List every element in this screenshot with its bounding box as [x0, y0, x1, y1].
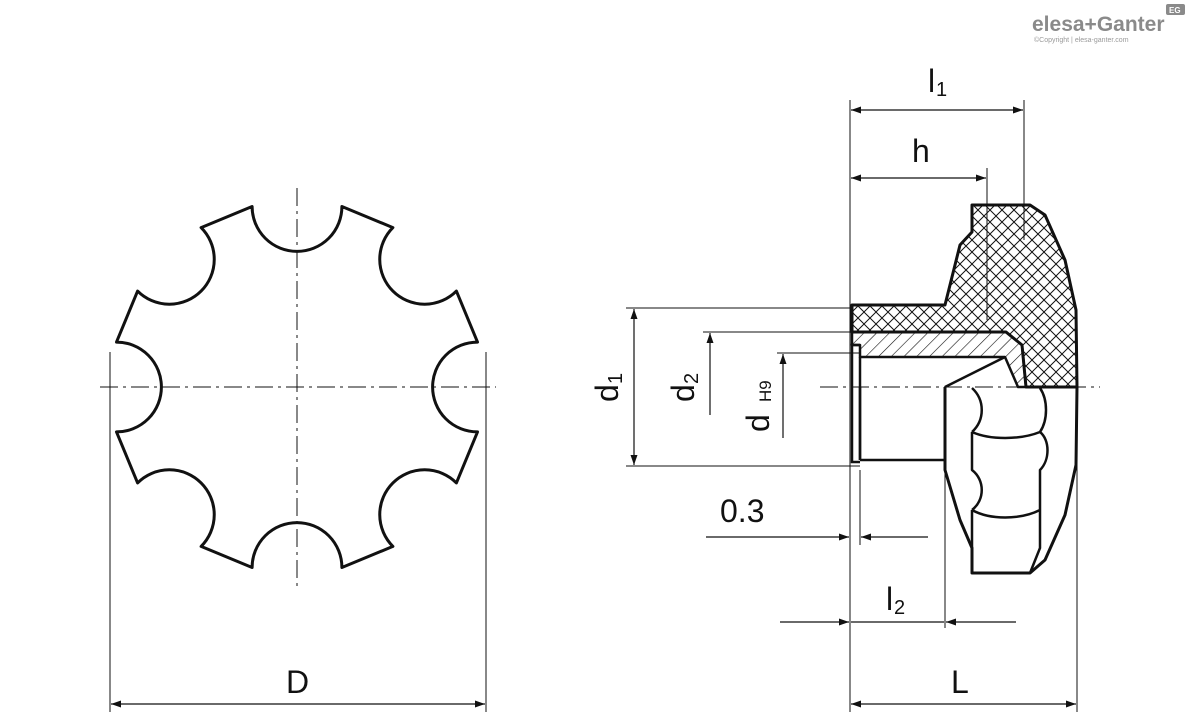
dim-D-label: D [286, 664, 309, 700]
brand-logo: elesa+Ganter EG ©Copyright | elesa-gante… [1032, 4, 1185, 44]
knob-lobe-outline [115, 205, 479, 569]
dim-h-label: h [912, 133, 930, 169]
dim-d-label: d [740, 414, 776, 432]
dim-d-tolerance: H9 [756, 380, 775, 402]
dim-L-label: L [951, 664, 969, 700]
dim-l1-label: l [928, 63, 935, 99]
brand-copyright: ©Copyright | elesa-ganter.com [1034, 36, 1129, 44]
dim-clearance-label: 0.3 [720, 493, 764, 529]
brand-name: elesa+Ganter [1032, 13, 1165, 36]
knob-body-lower [943, 386, 1079, 575]
knob-body-section [850, 203, 1079, 389]
insert-bore [850, 343, 947, 464]
dim-l2-subscript: 2 [894, 597, 905, 619]
dim-l1-subscript: 1 [936, 79, 947, 101]
side-view: l 1 h d 1 d 2 d H9 0.3 l 2 L [589, 63, 1100, 712]
front-view: D [100, 188, 496, 712]
dim-d1-label: d [589, 384, 625, 402]
insert-step-line [944, 355, 1006, 389]
dim-l2-label: l [886, 581, 893, 617]
brand-badge-icon [1166, 4, 1185, 15]
dim-d1-subscript: 1 [605, 373, 627, 384]
brand-badge: EG [1169, 6, 1181, 15]
knob-lobe-edges [970, 387, 1049, 574]
dim-d2-subscript: 2 [681, 373, 703, 384]
dim-d2-label: d [665, 384, 701, 402]
